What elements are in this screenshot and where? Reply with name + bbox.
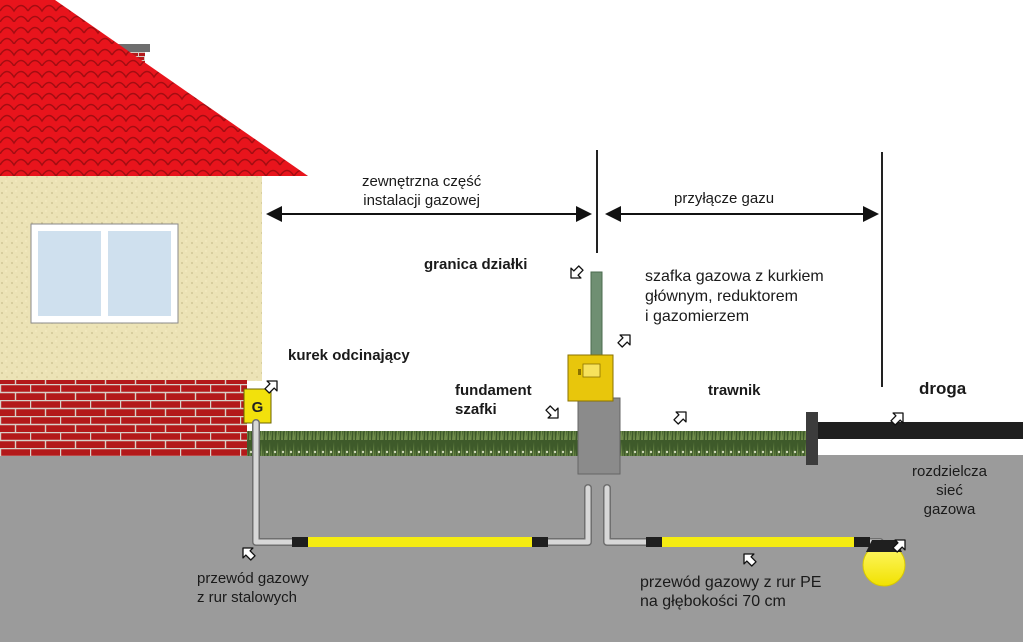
- label-line: głównym, reduktorem: [645, 288, 798, 305]
- label-line: na głębokości 70 cm: [640, 593, 786, 610]
- lawn-strip: [246, 431, 808, 456]
- label-line: gazowa: [923, 501, 976, 518]
- label-external-installation: zewnętrzna część instalacji gazowej: [362, 172, 481, 210]
- label-plot-boundary: granica działki: [424, 255, 527, 274]
- window-pane-right: [108, 231, 171, 316]
- boundary-post: [590, 271, 603, 359]
- pipe-joint: [292, 537, 308, 547]
- pipe-joint: [646, 537, 662, 547]
- arrow-gas-connection: [605, 206, 879, 222]
- label-line: szafki: [455, 401, 497, 418]
- meter-window: [582, 363, 601, 378]
- label-gas-connection: przyłącze gazu: [674, 189, 774, 208]
- pointer-arrow-road: [890, 412, 904, 426]
- label-line: szafka gazowa z kurkiem: [645, 268, 824, 285]
- label-line: przewód gazowy: [197, 570, 309, 587]
- label-cabinet-foundation: fundament szafki: [455, 381, 532, 419]
- label-distribution-network: rozdzielcza sieć gazowa: [912, 462, 987, 519]
- pointer-arrow-shutoff-valve: [264, 380, 278, 394]
- label-line: fundament: [455, 382, 532, 399]
- pointer-arrow-lawn: [673, 411, 687, 425]
- label-pe-pipe: przewód gazowy z rur PE na głębokości 70…: [640, 573, 821, 611]
- arrow-external-installation: [266, 206, 592, 222]
- window-pane-left: [38, 231, 101, 316]
- label-line: przyłącze gazu: [674, 190, 775, 207]
- pipe-joint: [532, 537, 548, 547]
- label-line: przewód gazowy z rur PE: [640, 574, 822, 591]
- chimney-cap: [106, 44, 150, 52]
- label-line: rozdzielcza: [912, 463, 988, 480]
- label-line: droga: [919, 379, 967, 398]
- road-surface: [812, 422, 1023, 439]
- pointer-arrow-foundation: [545, 405, 559, 419]
- label-line: sieć: [936, 482, 963, 499]
- label-road: droga: [919, 379, 966, 398]
- label-line: kurek odcinający: [288, 347, 410, 364]
- label-line: z rur stalowych: [197, 589, 298, 606]
- pointer-arrow-plot-boundary: [570, 265, 584, 279]
- shutoff-valve-box: [243, 388, 272, 424]
- label-shutoff-valve: kurek odcinający: [288, 346, 410, 365]
- label-line: granica działki: [424, 256, 528, 273]
- pointer-arrow-gas-cabinet: [617, 334, 631, 348]
- cabinet-latch: [578, 369, 581, 375]
- pointer-arrow-pe-pipe: [743, 553, 757, 567]
- valve-box-letter: G: [252, 399, 264, 416]
- pipe-joint: [854, 537, 870, 547]
- pointer-arrow-steel-pipe: [242, 547, 256, 561]
- pe-pipe-segment: [646, 537, 870, 547]
- label-lawn: trawnik: [708, 381, 761, 400]
- label-gas-cabinet: szafka gazowa z kurkiem głównym, redukto…: [645, 267, 824, 327]
- label-steel-pipe: przewód gazowy z rur stalowych: [197, 569, 309, 607]
- cabinet-foundation: [577, 397, 621, 475]
- main-pipe-clamp: [866, 540, 902, 552]
- label-line: instalacji gazowej: [363, 192, 480, 209]
- steel-pipe-segment: [292, 537, 548, 547]
- label-line: zewnętrzna część: [362, 173, 482, 190]
- brick-plinth: [0, 380, 247, 456]
- label-line: trawnik: [708, 382, 761, 399]
- curb: [806, 412, 818, 465]
- roof: [0, 0, 308, 176]
- pointer-arrow-distribution: [892, 539, 906, 553]
- label-line: i gazomierzem: [645, 308, 750, 325]
- gas-cabinet: [567, 354, 614, 402]
- ground: [0, 455, 1023, 642]
